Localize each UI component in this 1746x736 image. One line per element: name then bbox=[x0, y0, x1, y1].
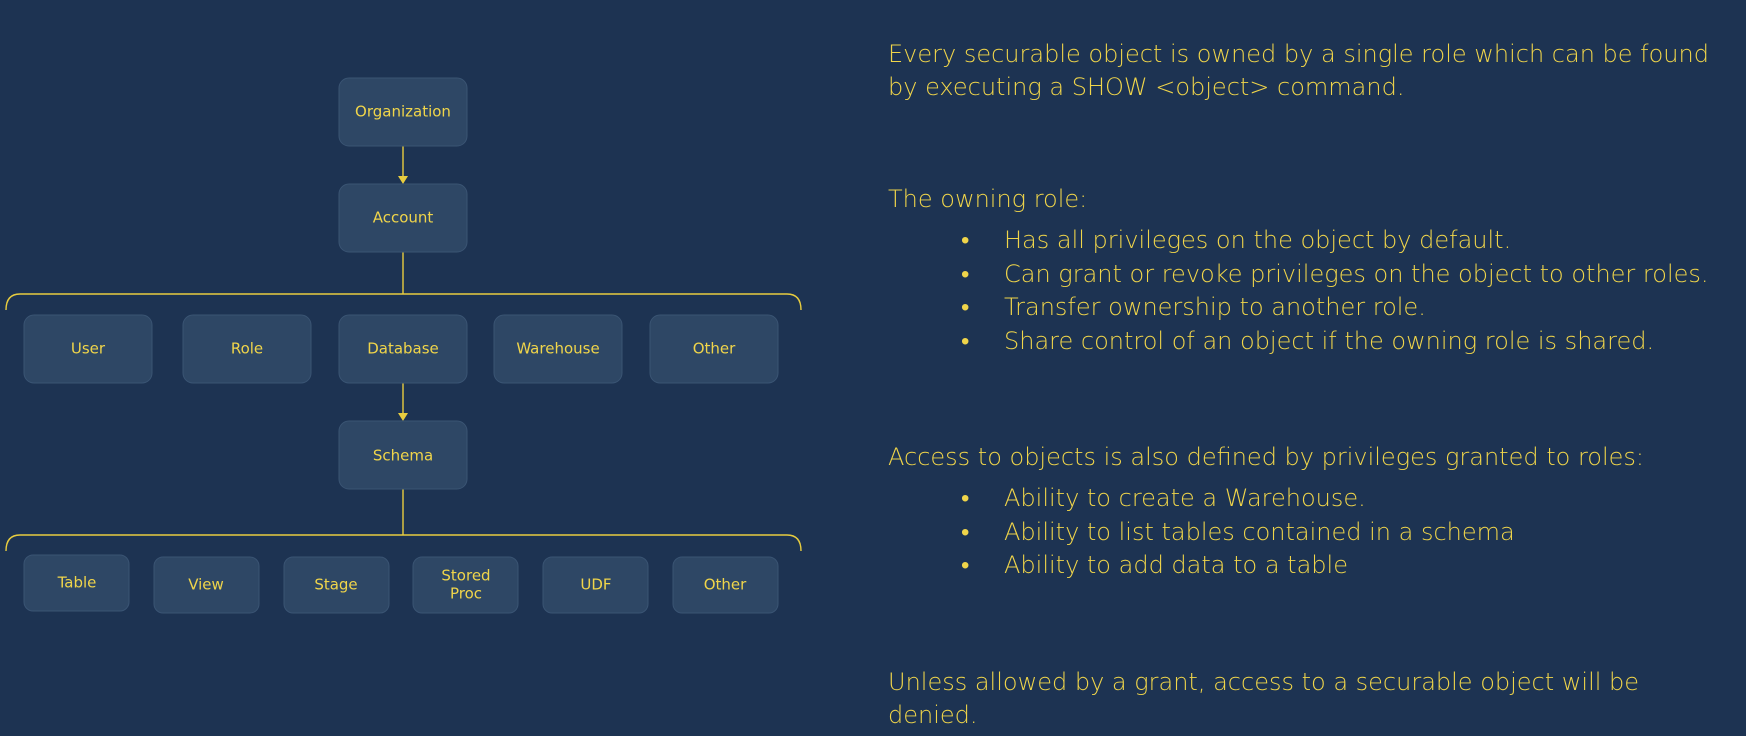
intro-text: Every securable object is owned by a sin… bbox=[888, 40, 1709, 101]
list-item-text: Transfer ownership to another role. bbox=[1004, 293, 1426, 321]
node-stored-proc: Stored Proc bbox=[412, 556, 519, 614]
node-organization-label: Organization bbox=[355, 103, 451, 121]
node-user-label: User bbox=[71, 340, 106, 358]
list-item-text: Ability to create a Warehouse. bbox=[1004, 484, 1366, 512]
node-table-label: Table bbox=[57, 574, 97, 592]
node-stored-proc-label-line1: Stored bbox=[441, 567, 490, 585]
node-schema-label: Schema bbox=[373, 447, 433, 465]
access-block: Access to objects is also defined by pri… bbox=[888, 441, 1728, 583]
owning-role-heading: The owning role: bbox=[888, 185, 1088, 213]
node-organization: Organization bbox=[338, 77, 468, 147]
node-other-bottom-label: Other bbox=[704, 576, 747, 594]
hierarchy-diagram: Organization Account User Role Database … bbox=[5, 77, 802, 614]
node-role: Role bbox=[182, 314, 312, 384]
node-role-label: Role bbox=[231, 340, 263, 358]
bracket-account-children bbox=[5, 293, 802, 311]
node-stage-label: Stage bbox=[314, 576, 357, 594]
node-schema: Schema bbox=[338, 420, 468, 490]
node-database-label: Database bbox=[367, 340, 439, 358]
node-udf-label: UDF bbox=[580, 576, 611, 594]
node-stage: Stage bbox=[283, 556, 390, 614]
owning-role-block: The owning role: • Has all privileges on … bbox=[888, 183, 1728, 358]
arrow-organization-account bbox=[398, 176, 408, 184]
list-item: • Ability to list tables contained in a s… bbox=[888, 516, 1728, 550]
list-item: • Can grant or revoke privileges on the o… bbox=[888, 258, 1728, 292]
node-view: View bbox=[153, 556, 260, 614]
list-item-text: Ability to add data to a table bbox=[1004, 551, 1348, 579]
bullet-icon: • bbox=[961, 517, 970, 546]
list-item: • Ability to create a Warehouse. bbox=[888, 482, 1728, 516]
owning-role-list: • Has all privileges on the object by def… bbox=[888, 224, 1728, 358]
deny-text: Unless allowed by a grant, access to a s… bbox=[888, 668, 1640, 729]
node-user: User bbox=[23, 314, 153, 384]
bullet-icon: • bbox=[961, 226, 970, 254]
list-item-text: Has all privileges on the object by defa… bbox=[1004, 226, 1512, 254]
bullet-icon: • bbox=[961, 551, 970, 579]
node-table: Table bbox=[23, 554, 130, 612]
intro-block: Every securable object is owned by a sin… bbox=[888, 38, 1728, 104]
list-item: • Has all privileges on the object by def… bbox=[888, 224, 1728, 258]
node-other-top-label: Other bbox=[693, 340, 736, 358]
bullet-icon: • bbox=[961, 484, 970, 512]
list-item: • Share control of an object if the ownin… bbox=[888, 325, 1728, 359]
arrow-database-schema bbox=[398, 413, 408, 421]
node-other-top: Other bbox=[649, 314, 779, 384]
node-warehouse-label: Warehouse bbox=[516, 340, 599, 358]
node-warehouse: Warehouse bbox=[493, 314, 623, 384]
list-item-text: Ability to list tables contained in a sc… bbox=[1004, 517, 1515, 546]
node-account: Account bbox=[338, 183, 468, 253]
node-other-bottom: Other bbox=[672, 556, 779, 614]
deny-block: Unless allowed by a grant, access to a s… bbox=[888, 666, 1728, 732]
node-stored-proc-label-line2: Proc bbox=[450, 585, 482, 603]
node-account-label: Account bbox=[373, 209, 434, 227]
list-item: • Transfer ownership to another role. bbox=[888, 291, 1728, 325]
list-item-text: Share control of an object if the owning… bbox=[1004, 326, 1655, 355]
bullet-icon: • bbox=[961, 293, 970, 321]
bullet-icon: • bbox=[961, 259, 970, 288]
node-database: Database bbox=[338, 314, 468, 384]
bullet-icon: • bbox=[961, 326, 970, 355]
node-view-label: View bbox=[188, 576, 224, 594]
bracket-schema-children bbox=[5, 534, 802, 552]
access-list: • Ability to create a Warehouse. • Ability… bbox=[888, 482, 1728, 583]
list-item: • Ability to add data to a table bbox=[888, 549, 1728, 583]
node-udf: UDF bbox=[542, 556, 649, 614]
access-heading: Access to objects is also defined by pri… bbox=[888, 443, 1644, 471]
list-item-text: Can grant or revoke privileges on the ob… bbox=[1004, 259, 1709, 288]
